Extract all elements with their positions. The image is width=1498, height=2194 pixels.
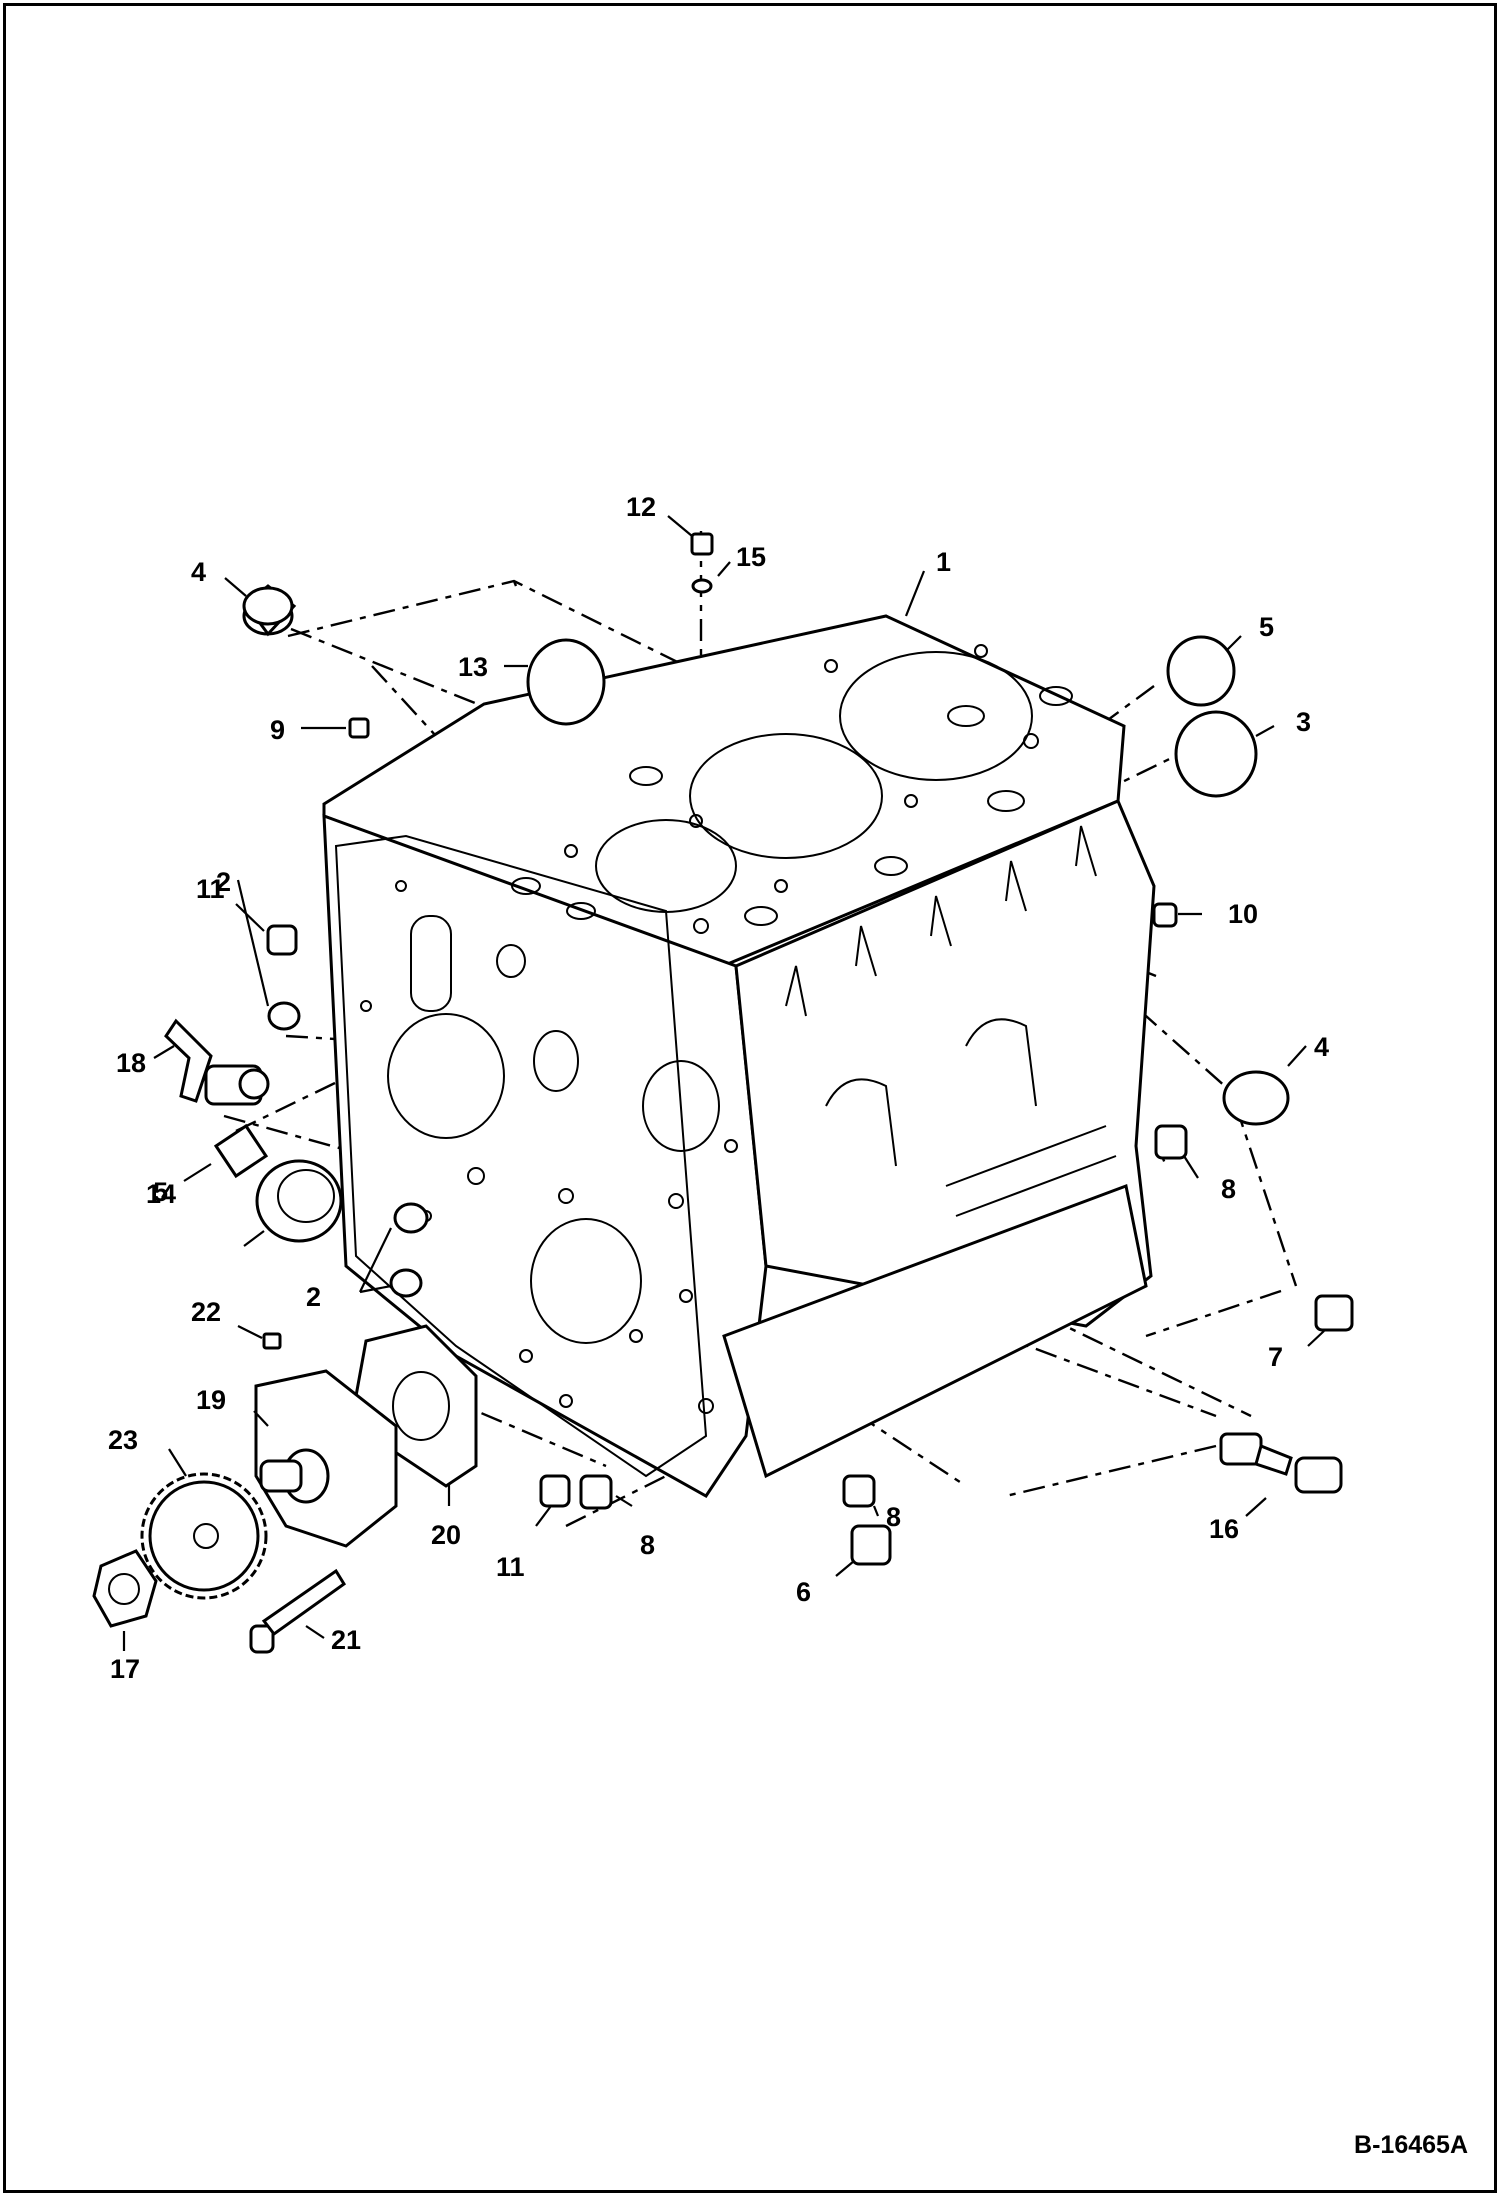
part-9-plug (348, 717, 370, 739)
part-10-dowel (1152, 902, 1178, 928)
part-4-plug-right (1222, 1070, 1290, 1126)
callout-7: 7 (1268, 1342, 1283, 1372)
part-4-plug-top-left (242, 584, 297, 637)
callout-10: 10 (1228, 899, 1258, 929)
callout-5-top: 5 (1259, 612, 1274, 642)
callout-4-top: 4 (191, 557, 206, 587)
callout-6: 6 (796, 1577, 811, 1607)
callout-18: 18 (116, 1048, 146, 1078)
part-8-plug-lower-left (579, 1474, 613, 1510)
cylinder-block (322, 614, 1156, 1498)
callout-14: 14 (146, 1179, 176, 1209)
part-5-seal-lower (255, 1159, 343, 1243)
callout-21: 21 (331, 1625, 361, 1655)
part-5-plug-top-right (1166, 635, 1236, 707)
part-8-plug-right (1154, 1124, 1188, 1160)
leader-lines (122, 515, 1325, 1651)
part-14-pin (213, 1123, 269, 1179)
part-16-oil-switch (1219, 1432, 1343, 1494)
callout-23: 23 (108, 1425, 138, 1455)
part-2-plug-upper (267, 1001, 301, 1031)
callout-8-lower-mid: 8 (886, 1502, 901, 1532)
diagram-frame: 1 2 2 3 4 4 5 5 6 7 8 8 8 9 10 11 11 12 … (3, 3, 1497, 2193)
callout-labels: 1 2 2 3 4 4 5 5 6 7 8 8 8 9 10 11 11 12 … (108, 492, 1329, 1684)
part-3-plug (1174, 710, 1258, 798)
callout-20: 20 (431, 1520, 461, 1550)
part-2-plugs-lower (389, 1202, 429, 1298)
callout-4-right: 4 (1314, 1032, 1329, 1062)
callout-15: 15 (736, 542, 766, 572)
part-22-key (262, 1332, 282, 1350)
part-7-plug (1314, 1294, 1354, 1332)
part-18-sensor (164, 1018, 270, 1106)
part-12-plug (690, 532, 714, 556)
callout-13: 13 (458, 652, 488, 682)
part-13-plug (526, 638, 606, 726)
part-11-dowel-lower (539, 1474, 571, 1508)
part-11-dowel-upper (266, 924, 298, 956)
callout-2-upper: 2 (216, 867, 231, 897)
engine-block-exploded-diagram: 1 2 2 3 4 4 5 5 6 7 8 8 8 9 10 11 11 12 … (92, 492, 1354, 1684)
part-8-plug-lower-mid (842, 1474, 876, 1508)
callout-11-upper: 11 (196, 874, 225, 904)
callout-9: 9 (270, 715, 285, 745)
part-23-gear (140, 1472, 268, 1600)
callout-17: 17 (110, 1654, 140, 1684)
callout-12: 12 (626, 492, 656, 522)
part-21-bolt (249, 1568, 347, 1654)
part-15-o-ring (691, 578, 713, 594)
part-17-nut (92, 1549, 158, 1628)
figure-code: B-16465A (1354, 2131, 1468, 2159)
callout-3: 3 (1296, 707, 1311, 737)
part-6-plug (850, 1524, 892, 1566)
part-19-oil-pump (254, 1369, 398, 1548)
callout-1: 1 (936, 547, 951, 577)
callout-19: 19 (196, 1385, 226, 1415)
callout-8-right: 8 (1221, 1174, 1236, 1204)
callout-2-lower: 2 (306, 1282, 321, 1312)
callout-11-lower: 11 (496, 1552, 525, 1582)
callout-22: 22 (191, 1297, 221, 1327)
callout-16: 16 (1209, 1514, 1239, 1544)
callout-5-lower: 5 (153, 1177, 168, 1207)
callout-8-lower-left: 8 (640, 1530, 655, 1560)
